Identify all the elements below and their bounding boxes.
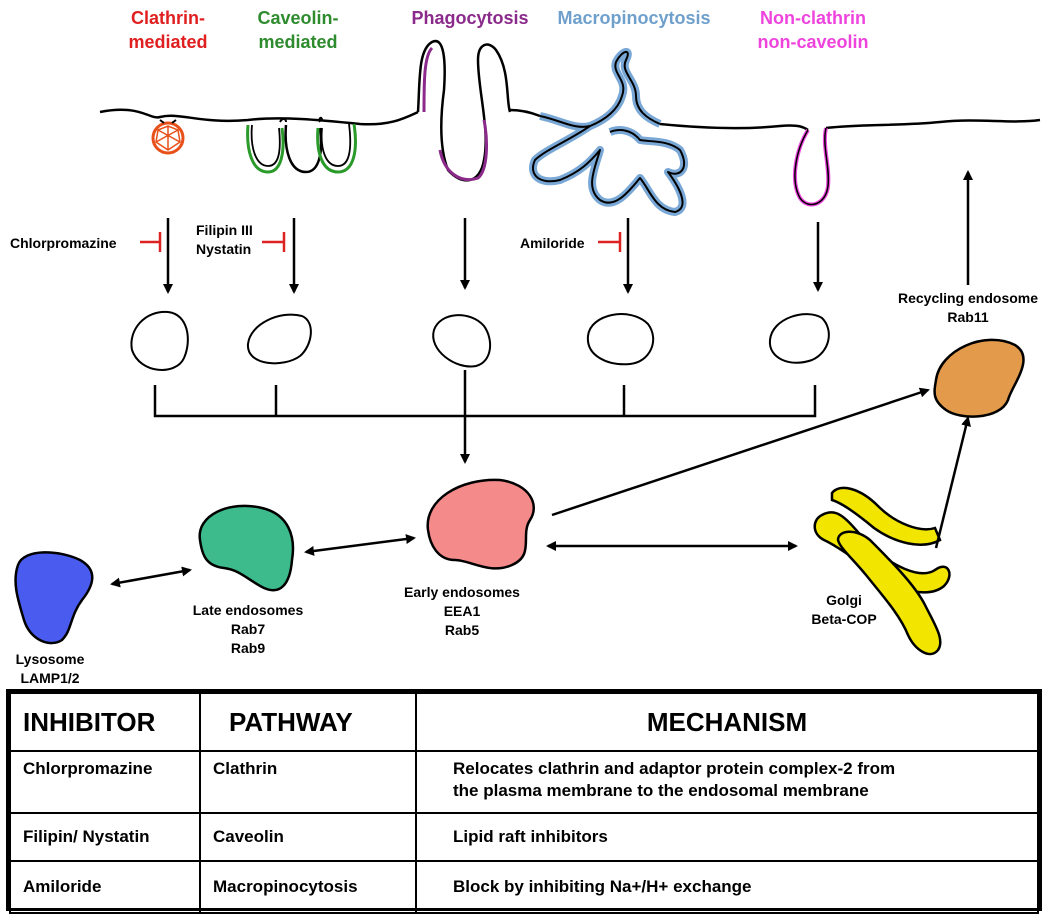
recycling-label-1: Recycling endosome	[898, 290, 1038, 306]
vesicle-macropinocytosis	[586, 313, 655, 366]
row-mechanism-line2: the plasma membrane to the endosomal mem…	[453, 781, 869, 800]
late-label-2: Rab7	[231, 621, 265, 637]
early-endosome	[426, 478, 535, 570]
table-row: Amiloride Macropinocytosis Block by inhi…	[9, 860, 1039, 914]
nonclathrin-title-2: non-caveolin	[757, 32, 868, 52]
nystatin-label: Nystatin	[196, 241, 251, 257]
lysosome-label-1: Lysosome	[16, 651, 85, 667]
phagocytosis-title: Phagocytosis	[411, 8, 528, 28]
late-endosome	[198, 504, 295, 592]
caveolin-pits	[246, 116, 357, 174]
early-label-3: Rab5	[445, 622, 479, 638]
vesicle-phagocytosis	[432, 314, 492, 368]
golgi-apparatus	[813, 486, 951, 656]
macropinocytic-ruffles	[529, 48, 689, 216]
early-label-1: Early endosomes	[404, 584, 520, 600]
caveolin-title-2: mediated	[258, 32, 337, 52]
internalization-arrows	[163, 218, 823, 294]
recycling-label-2: Rab11	[947, 309, 988, 325]
table-row: Filipin/ Nystatin Caveolin Lipid raft in…	[9, 812, 1039, 862]
converging-bracket	[153, 370, 817, 464]
lysosome-label-2: LAMP1/2	[20, 670, 79, 686]
row-mechanism: Relocates clathrin and adaptor protein c…	[415, 750, 1039, 814]
table-row: Chlorpromazine Clathrin Relocates clathr…	[9, 750, 1039, 814]
row-mechanism: Block by inhibiting Na+/H+ exchange	[415, 860, 1039, 914]
clathrin-title-1: Clathrin-	[131, 8, 205, 28]
nonclathrin-pit	[792, 127, 831, 207]
phagocytic-cup	[416, 39, 512, 182]
trafficking-arrows	[110, 387, 971, 588]
vesicle-caveolin	[246, 313, 312, 365]
row-inhibitor: Filipin/ Nystatin	[9, 812, 201, 862]
late-label-1: Late endosomes	[193, 602, 304, 618]
row-pathway: Macropinocytosis	[199, 860, 417, 914]
endocytosis-diagram: Clathrin- mediated Caveolin- mediated Ph…	[10, 8, 1041, 686]
table-header-row: INHIBITOR PATHWAY MECHANISM	[9, 692, 1039, 752]
row-inhibitor: Chlorpromazine	[9, 750, 201, 814]
plasma-membrane	[99, 108, 1041, 132]
row-pathway: Caveolin	[199, 812, 417, 862]
amiloride-label: Amiloride	[520, 235, 585, 251]
recycling-endosome	[933, 338, 1025, 418]
golgi-label-2: Beta-COP	[811, 611, 876, 627]
header-mechanism: MECHANISM	[415, 692, 1039, 752]
clathrin-pit	[151, 119, 185, 155]
header-inhibitor: INHIBITOR	[9, 692, 201, 752]
lysosome	[14, 551, 94, 645]
vesicle-clathrin	[130, 310, 189, 371]
golgi-label-1: Golgi	[826, 592, 862, 608]
late-label-3: Rab9	[231, 640, 265, 656]
inhibition-markers	[140, 232, 622, 252]
clathrin-title-2: mediated	[128, 32, 207, 52]
row-pathway: Clathrin	[199, 750, 417, 814]
vesicles	[130, 310, 830, 371]
vesicle-nonclathrin	[768, 313, 830, 364]
caveolin-title-1: Caveolin-	[257, 8, 338, 28]
row-mechanism: Lipid raft inhibitors	[415, 812, 1039, 862]
filipin-label: Filipin III	[196, 222, 253, 238]
inhibitor-table: INHIBITOR PATHWAY MECHANISM Chlorpromazi…	[6, 689, 1042, 914]
chlorpromazine-label: Chlorpromazine	[10, 235, 117, 251]
macropinocytosis-title: Macropinocytosis	[557, 8, 710, 28]
row-inhibitor: Amiloride	[9, 860, 201, 914]
header-pathway: PATHWAY	[199, 692, 417, 752]
row-mechanism-line1: Relocates clathrin and adaptor protein c…	[453, 759, 896, 778]
inhibitor-table-grid: INHIBITOR PATHWAY MECHANISM Chlorpromazi…	[9, 692, 1039, 914]
early-label-2: EEA1	[444, 603, 481, 619]
nonclathrin-title-1: Non-clathrin	[760, 8, 866, 28]
